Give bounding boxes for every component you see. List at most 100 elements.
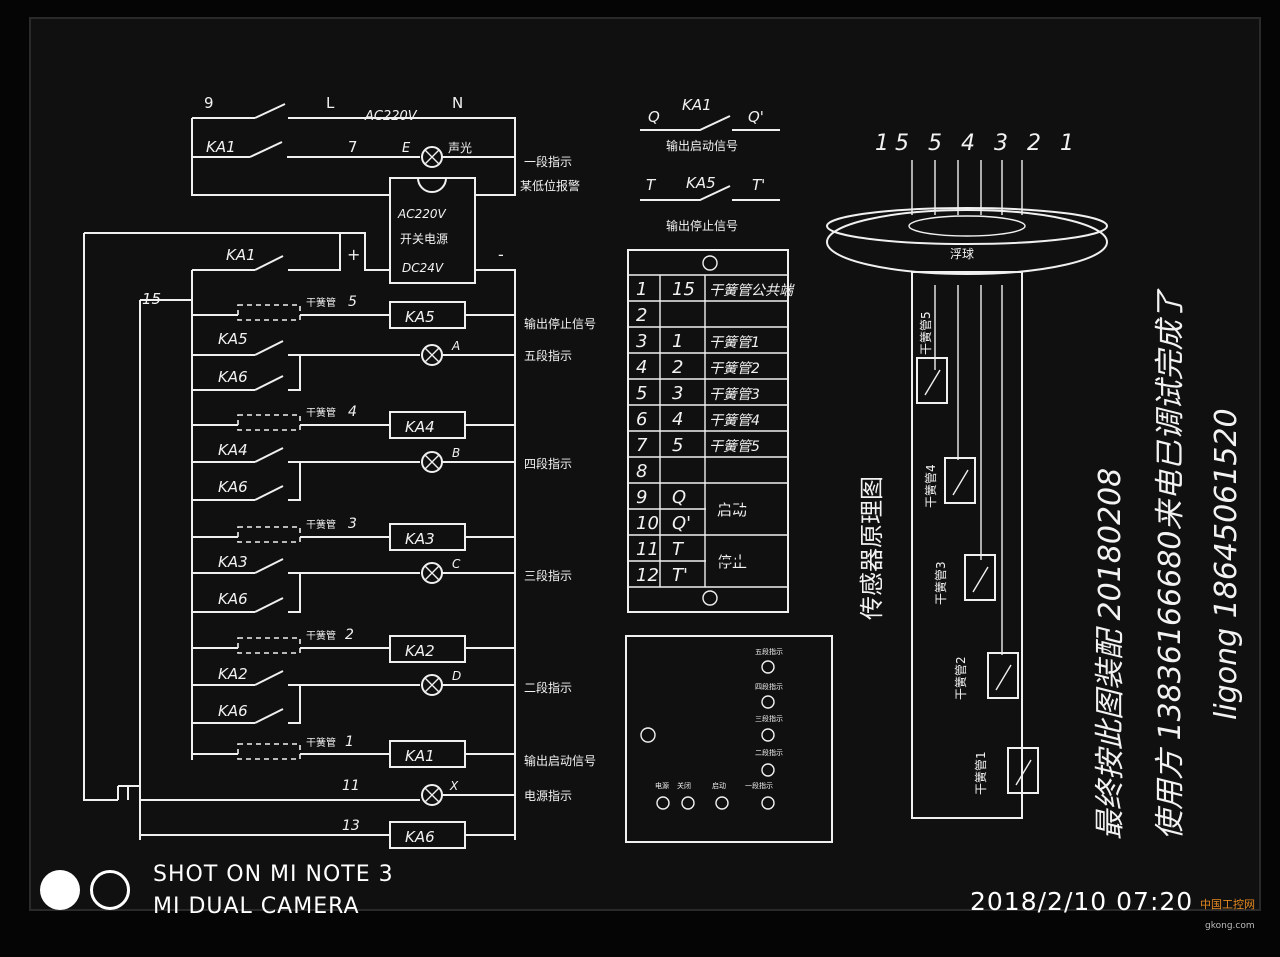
watermark-filled-circle-icon	[40, 870, 80, 910]
wire-minus-bus	[475, 269, 516, 840]
reed1-sensor-label: 干簧管1	[973, 751, 988, 795]
table-cell-number: 3	[636, 331, 647, 352]
table-cell-wire: 1	[672, 331, 683, 352]
lamp-X-label: X	[449, 779, 459, 793]
left-rail	[83, 233, 110, 801]
relay-ka6-label: KA6	[405, 828, 435, 846]
table-cell-wire: T	[672, 539, 685, 560]
table-cell-number: 5	[636, 383, 647, 404]
ka1-contact-row	[192, 233, 341, 271]
label-L: L	[326, 94, 335, 112]
reed2-number: 2	[345, 627, 354, 643]
psu-minus: -	[498, 245, 504, 264]
table-cell-wire: 3	[672, 383, 683, 404]
relay-ka3-label: KA3	[405, 530, 435, 548]
lamp-A-label: A	[451, 339, 460, 353]
panel-lamp1-icon	[761, 796, 775, 810]
sig-start-label: 输出启动信号	[666, 138, 738, 153]
note-line1: 最终按此图装配 20180208	[1093, 468, 1128, 840]
reed1-text: 干簧管	[306, 736, 336, 749]
contact-ka5-label: KA5	[218, 330, 248, 348]
label-ka1-ac: KA1	[206, 138, 236, 156]
start-switch	[110, 785, 420, 801]
site-logo: 中国工控网	[1200, 898, 1255, 911]
table-cell-number: 6	[636, 409, 647, 430]
table-cell-wire: 2	[672, 357, 683, 378]
reed2-sensor-label: 干簧管2	[953, 656, 968, 700]
label-15: 15	[142, 290, 161, 308]
sensor-wires-top	[911, 160, 1023, 215]
sig-q: Q	[648, 108, 660, 126]
panel-knob-icon	[640, 727, 656, 743]
panel-close: 关闭	[677, 781, 691, 790]
reed-switch-2: 干簧管2	[953, 652, 1019, 700]
site-url: gkong.com	[1205, 921, 1255, 931]
stage4-block: 干簧管 4 KA4 KA4 B 四段指示 KA6	[192, 404, 572, 501]
psu-plus: +	[347, 245, 360, 264]
psu-output: DC24V	[402, 261, 444, 275]
relay-ka5-label: KA5	[405, 308, 435, 326]
ac-circuit: 9 L AC220V N KA1 7 E 声光 一段指示 某低位报警	[191, 94, 580, 196]
reed5-sensor-label: 干簧管5	[918, 311, 933, 355]
contact-ka4-label: KA4	[218, 441, 248, 459]
merged-cell-mask	[706, 507, 787, 511]
panel-power-lamp-icon	[656, 796, 670, 810]
reed-switch-3: 干簧管3	[933, 554, 996, 605]
reed5-number: 5	[348, 294, 357, 310]
contact-ka6-5: KA6	[218, 368, 248, 386]
table-cell-desc: 干簧管2	[709, 361, 760, 377]
panel-close-button-icon	[681, 796, 695, 810]
table-cell-number: 9	[636, 487, 647, 508]
panel-lamp3-icon	[761, 728, 775, 742]
psu-input: AC220V	[397, 207, 446, 221]
sig-t: T	[646, 176, 657, 194]
label-low-alarm: 某低位报警	[520, 178, 580, 193]
table-cell-wire: 4	[672, 409, 683, 430]
table-cell-wire: Q	[672, 487, 686, 508]
table-cell-wire: 15	[672, 279, 695, 300]
table-cell-number: 10	[636, 513, 659, 534]
table-cell-desc: 干簧管4	[709, 413, 760, 429]
merged-cell-mask	[706, 559, 787, 563]
panel-lamp5-icon	[761, 660, 775, 674]
panel-start: 启动	[712, 781, 726, 790]
reed2-text: 干簧管	[306, 629, 336, 642]
sensor-wire-numbers: 15 5 4 3 2 1	[875, 131, 1080, 156]
reed1-number: 1	[345, 734, 354, 750]
reed3-sensor-label: 干簧管3	[933, 561, 948, 605]
panel-power: 电源	[655, 781, 669, 790]
label-9: 9	[204, 94, 214, 112]
table-cell-number: 2	[636, 305, 647, 326]
reed4-text: 干簧管	[306, 406, 336, 419]
wire-left-ac	[191, 118, 390, 196]
note-line3: ligong 18645061520	[1209, 408, 1244, 720]
sig-ka5: KA5	[686, 174, 716, 192]
watermark-line1: SHOT ON MI NOTE 3	[153, 862, 394, 887]
screen-area	[29, 17, 1261, 911]
panel-stage5: 五段指示	[755, 647, 783, 656]
label-ac220v: AC220V	[364, 109, 418, 124]
label-stage1: 一段指示	[524, 154, 572, 169]
reed4-sensor-label: 干簧管4	[923, 464, 938, 508]
label-power: 电源指示	[524, 788, 572, 803]
panel-stage3: 三段指示	[755, 714, 783, 723]
label-N: N	[452, 94, 463, 112]
table-cell-number: 8	[636, 461, 647, 482]
watermark-line2: MI DUAL CAMERA	[153, 894, 360, 919]
panel-stage2: 二段指示	[755, 748, 783, 757]
table-cell-desc: 干簧管5	[709, 439, 760, 455]
stage1-block: 干簧管 1 KA1 输出启动信号	[192, 734, 596, 768]
contact-start	[640, 115, 780, 131]
lamp-B-label: B	[452, 446, 460, 460]
sig-q2: Q'	[748, 108, 764, 126]
watermark-ring-icon	[90, 870, 130, 910]
contact-ka3-label: KA3	[218, 553, 248, 571]
label-out-stop: 输出停止信号	[524, 316, 596, 331]
sensor-inner-wires	[934, 285, 1023, 750]
relay-ka1-label: KA1	[405, 747, 435, 765]
table-cell-number: 1	[636, 279, 647, 300]
dc-ladder: KA1 15 干簧管 5 KA5 输出停止信号 KA5 A 五段指示 KA6	[83, 233, 596, 849]
panel-frame	[625, 635, 833, 843]
float-ring	[826, 209, 1108, 275]
